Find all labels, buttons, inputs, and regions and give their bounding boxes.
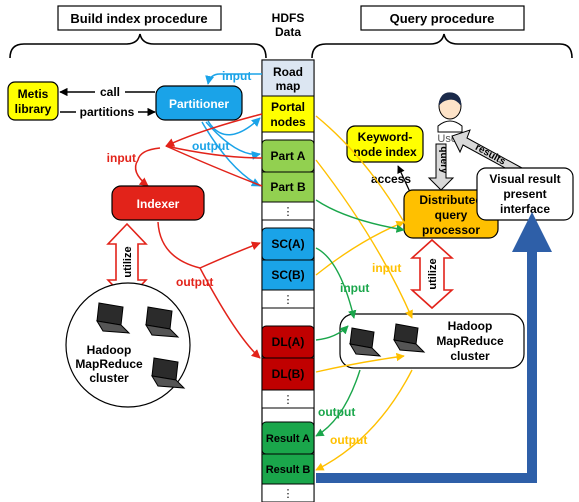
yellow-input-label: input — [372, 261, 401, 275]
result-b-label: Result B — [266, 464, 311, 476]
yellow-output-label: output — [330, 433, 367, 447]
visual-label-1: Visual result — [489, 172, 560, 186]
partitioner-box: Partitioner — [155, 85, 243, 121]
partb-to-indexer-arrow — [165, 145, 263, 187]
build-cluster-label-2: MapReduce — [75, 357, 143, 371]
build-cluster: Hadoop MapReduce cluster — [65, 282, 191, 408]
input-to-indexer-arrow — [134, 147, 161, 187]
green-output-label: output — [318, 405, 355, 419]
query-header-label: Query procedure — [390, 11, 495, 26]
blue-output-label: output — [192, 139, 229, 153]
indexer-output-sc-arrow — [157, 221, 261, 269]
sc-b-label: SC(B) — [271, 268, 304, 282]
keyword-node-index-box: Keyword- node index — [346, 125, 424, 163]
indexer-label: Indexer — [137, 197, 180, 211]
build-utilize-label: utilize — [122, 246, 134, 277]
hdfs-title-line2: Data — [275, 25, 301, 39]
portal-to-dqp-yellow-arrow — [315, 115, 413, 237]
ellipsis-4: ⋮ — [283, 488, 294, 500]
part-b-label: Part B — [270, 180, 306, 194]
dqp-label-1: Distributed — [419, 193, 482, 207]
query-brace — [311, 33, 573, 59]
results-label: results — [473, 142, 507, 168]
green-input-label: input — [340, 281, 369, 295]
partitions-label: partitions — [80, 105, 135, 119]
metis-label-2: library — [15, 102, 52, 116]
road-map-to-partitioner-arrow — [205, 73, 262, 85]
access-arrow — [397, 165, 411, 193]
scb-to-dqp-yellow-arrow — [315, 220, 405, 276]
call-label: call — [100, 85, 120, 99]
red-output-label: output — [176, 275, 213, 289]
visual-result-interface-box: Visual result present interface — [476, 167, 574, 221]
partitioner-label: Partitioner — [169, 97, 229, 111]
red-input-label: input — [107, 151, 136, 165]
query-label: query — [438, 146, 449, 174]
indexer-output-dl-arrow — [199, 267, 261, 359]
distributed-query-processor-box: Distributed query processor — [403, 189, 499, 239]
query-cluster-label-3: cluster — [450, 349, 490, 363]
laptop-icon — [349, 327, 382, 357]
build-header-label: Build index procedure — [70, 11, 207, 26]
laptop-icon — [96, 302, 131, 334]
indexer-box: Indexer — [111, 185, 205, 221]
road-map-label-1: Road — [273, 65, 303, 79]
query-cluster: Hadoop MapReduce cluster — [339, 313, 525, 369]
road-map-block — [261, 59, 315, 97]
visual-label-3: interface — [500, 202, 550, 216]
dqp-label-3: processor — [422, 223, 480, 237]
hdfs-title-line1: HDFS — [272, 11, 305, 25]
query-arrow: query — [427, 143, 455, 191]
keyword-label-2: node index — [353, 145, 417, 159]
visual-label-2: present — [503, 187, 546, 201]
part-b-block — [261, 171, 315, 203]
build-utilize-arrow: utilize — [106, 222, 148, 302]
keyword-label-1: Keyword- — [358, 130, 413, 144]
query-utilize-label: utilize — [427, 258, 439, 289]
parta-to-cluster-yellow-arrow — [315, 159, 413, 319]
query-utilize-arrow: utilize — [409, 238, 455, 310]
result-a-label: Result A — [266, 433, 310, 445]
hdfs-column: Road map Portal nodes Part A Part B ⋮ SC… — [261, 59, 315, 502]
query-cluster-label-1: Hadoop — [448, 319, 493, 333]
ellipsis-1: ⋮ — [283, 206, 294, 218]
query-header: Query procedure — [360, 5, 525, 31]
metis-label-1: Metis — [18, 87, 49, 101]
build-header: Build index procedure — [57, 5, 222, 31]
portal-label-2: nodes — [270, 115, 306, 129]
build-brace — [9, 33, 267, 59]
dl-a-label: DL(A) — [272, 335, 305, 349]
portal-label-1: Portal — [271, 100, 305, 114]
build-cluster-label-1: Hadoop — [87, 343, 132, 357]
sc-to-cluster-green-arrow — [315, 247, 357, 319]
metis-library-box: Metis library — [7, 81, 59, 121]
dl-b-label: DL(B) — [272, 367, 305, 381]
cluster-output-result-b-yellow-arrow — [315, 369, 413, 471]
access-label: access — [371, 172, 411, 186]
laptop-icon — [151, 357, 186, 389]
laptop-icon — [145, 306, 180, 338]
blue-input-label: input — [222, 69, 251, 83]
dl-b-block — [261, 357, 315, 391]
sc-a-label: SC(A) — [271, 237, 304, 251]
part-a-label: Part A — [271, 149, 306, 163]
query-cluster-label-2: MapReduce — [436, 334, 504, 348]
ellipsis-2: ⋮ — [283, 294, 294, 306]
partb-to-dqp-green-arrow — [315, 199, 405, 233]
partitioner-output-portal-arrow — [207, 117, 261, 136]
laptop-icon — [393, 323, 426, 353]
cluster-output-result-a-green-arrow — [315, 369, 361, 437]
dqp-label-2: query — [435, 208, 468, 222]
dlb-to-cluster-yellow-arrow — [315, 352, 405, 373]
build-cluster-label-3: cluster — [89, 371, 129, 385]
portal-to-indexer-arrow — [165, 113, 263, 147]
ellipsis-3: ⋮ — [283, 394, 294, 406]
dl-to-cluster-green-arrow — [315, 325, 349, 341]
user-icon — [437, 92, 463, 133]
parta-to-indexer-arrow — [165, 145, 263, 159]
road-map-label-2: map — [276, 79, 301, 93]
result-to-interface-arrow — [316, 212, 552, 483]
